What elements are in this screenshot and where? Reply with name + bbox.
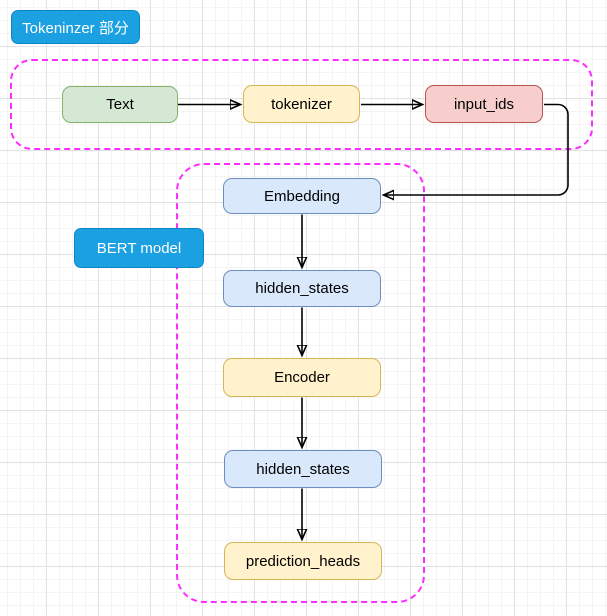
node-text[interactable]: Text <box>62 86 178 123</box>
node-hidden-states-2[interactable]: hidden_states <box>224 450 382 488</box>
node-tokenizer[interactable]: tokenizer <box>243 85 360 123</box>
tokenizer-section-container[interactable] <box>10 59 593 150</box>
bert-model-container[interactable] <box>176 163 425 603</box>
node-embedding[interactable]: Embedding <box>223 178 381 214</box>
bert-model-label[interactable]: BERT model <box>74 228 204 268</box>
node-prediction-heads[interactable]: prediction_heads <box>224 542 382 580</box>
node-input-ids[interactable]: input_ids <box>425 85 543 123</box>
node-hidden-states-1[interactable]: hidden_states <box>223 270 381 307</box>
tokenizer-section-label[interactable]: Tokeninzer 部分 <box>11 10 140 44</box>
node-encoder[interactable]: Encoder <box>223 358 381 397</box>
